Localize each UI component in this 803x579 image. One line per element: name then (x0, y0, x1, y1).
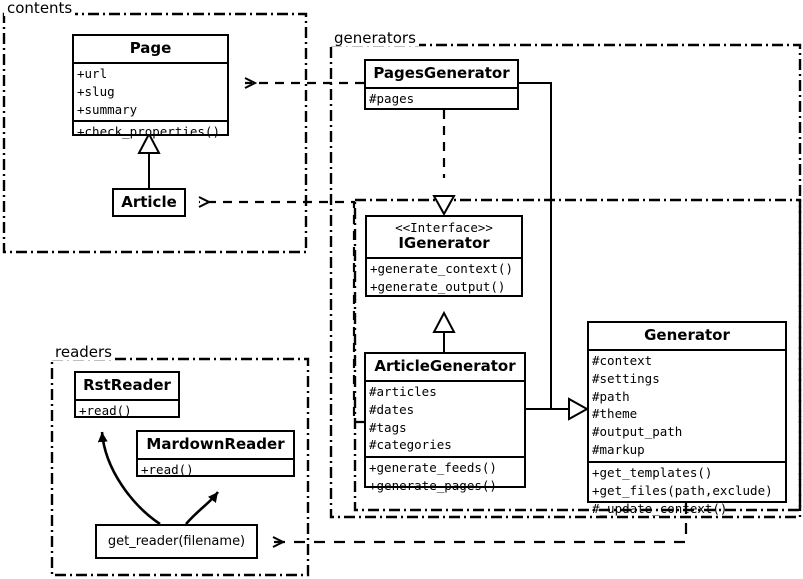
attribute-item: #settings (592, 370, 660, 386)
class-methods-generator: +get_templates()+get_files(path,exclude)… (589, 461, 785, 520)
package-label-generators: generators (331, 31, 419, 46)
class-methods-rst_reader: +read() (76, 398, 178, 422)
attribute-item: #tags (369, 419, 407, 435)
package-label-contents: contents (4, 1, 76, 16)
method-item: #_update_context() (592, 500, 728, 516)
attribute-item: #dates (369, 401, 415, 417)
class-name-article_generator: ArticleGenerator (374, 357, 516, 375)
class-methods-article_generator: +generate_feeds() +generate_pages() (366, 456, 524, 497)
package-label-readers: readers (52, 345, 115, 360)
attribute-item: #articles (369, 383, 437, 399)
connector-articlegenerator-realizes-igenerator (432, 310, 456, 352)
class-attributes-pages_generator: #pages (366, 86, 517, 110)
class-header-article_generator: ArticleGenerator (366, 354, 524, 380)
class-name-generator: Generator (644, 326, 730, 344)
class-header-igenerator: <<Interface>>IGenerator (367, 217, 521, 257)
class-attributes-page: +url +slug +summary (74, 61, 227, 121)
class-box-article[interactable]: Article (112, 188, 186, 217)
class-box-page[interactable]: Page +url +slug +summary +check_properties() (72, 34, 229, 139)
class-name-igenerator: IGenerator (398, 234, 490, 253)
class-stereotype-igenerator: <<Interface>> (395, 220, 493, 235)
class-header-mardown_reader: MardownReader (138, 432, 293, 458)
attribute-item: #output_path (592, 424, 683, 440)
method-item: +get_templates() (592, 465, 713, 481)
method-item: +check_properties() (77, 124, 220, 140)
class-attributes-generator: #context #settings #path #theme #output_path… (589, 348, 785, 461)
class-header-pages_generator: PagesGenerator (366, 61, 517, 87)
class-box-mardown_reader[interactable]: MardownReader +read() (136, 430, 295, 477)
class-attributes-article_generator: #articles #dates #tags #categories (366, 379, 524, 457)
method-item: +generate_feeds() (369, 460, 497, 476)
method-item: +generate_context() (370, 261, 513, 277)
class-name-article: Article (121, 193, 177, 211)
attribute-item: #markup (592, 442, 645, 458)
attribute-item: #context (592, 352, 653, 368)
class-header-article: Article (114, 190, 184, 216)
class-header-page: Page (74, 36, 227, 62)
class-box-rst_reader[interactable]: RstReader +read() (74, 371, 180, 418)
class-name-pages_generator: PagesGenerator (373, 64, 510, 82)
class-name-rst_reader: RstReader (83, 376, 171, 394)
class-box-generator[interactable]: Generator #context #settings #path #theme #ou… (587, 321, 787, 516)
class-header-generator: Generator (589, 323, 785, 349)
method-item: +read() (79, 402, 132, 418)
class-methods-page: +check_properties() (74, 120, 227, 143)
class-name-page: Page (129, 39, 172, 57)
class-box-igenerator[interactable]: <<Interface>>IGenerator+generate_context… (365, 215, 523, 297)
attribute-item: #pages (369, 90, 415, 106)
method-item: +generate_output() (370, 279, 506, 295)
attribute-item: +summary (77, 101, 138, 117)
attribute-item: +url (77, 65, 108, 81)
method-item: +get_files(path,exclude) (592, 482, 773, 498)
attribute-item: #categories (369, 437, 452, 453)
class-methods-igenerator: +generate_context() +generate_output() (367, 257, 521, 298)
method-item: +read() (141, 461, 194, 477)
class-box-article_generator[interactable]: ArticleGenerator #articles #dates #tags #cat… (364, 352, 526, 493)
class-header-rst_reader: RstReader (76, 373, 178, 399)
function-box-get_reader[interactable]: get_reader(filename) (95, 524, 258, 559)
class-box-pages_generator[interactable]: PagesGenerator #pages (364, 59, 519, 110)
connector-articlegenerator-uses-article (199, 202, 364, 424)
connector-generators-extend-generator (519, 82, 590, 421)
attribute-item: #theme (592, 406, 638, 422)
class-methods-mardown_reader: +read() (138, 457, 293, 481)
connector-pagesgenerator-realizes-igenerator (432, 110, 456, 217)
attribute-item: +slug (77, 83, 115, 99)
attribute-item: #path (592, 388, 630, 404)
method-item: +generate_pages() (369, 478, 497, 494)
connector-get-reader-creates-mardownreader (185, 491, 220, 525)
class-name-mardown_reader: MardownReader (146, 435, 285, 453)
